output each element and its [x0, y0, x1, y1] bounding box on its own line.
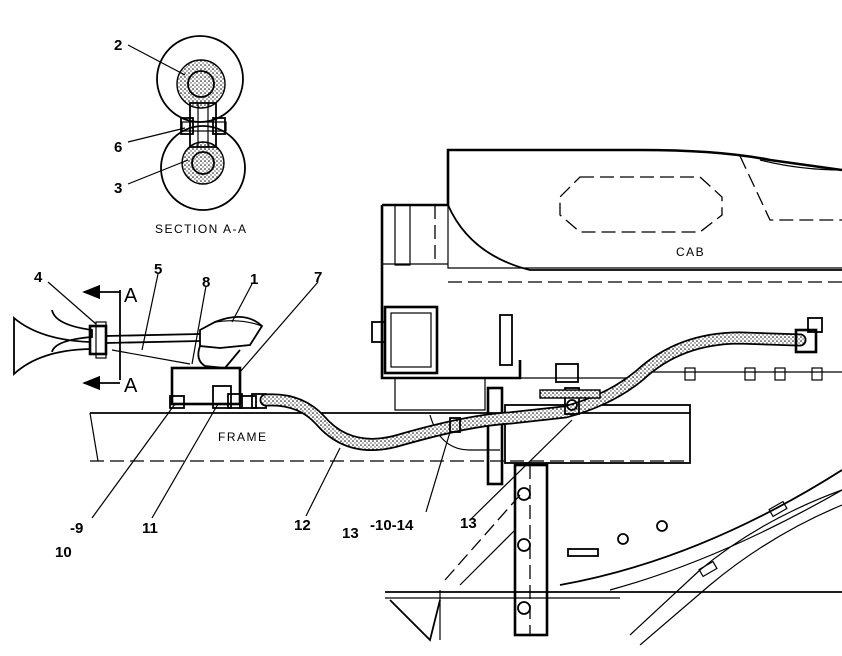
section-mark-top: A	[124, 285, 138, 307]
callout-13-right: 13	[460, 515, 477, 532]
callout-2: 2	[114, 37, 122, 54]
chassis-structure	[385, 463, 842, 646]
callout-6: 6	[114, 139, 122, 156]
section-title: SECTION A-A	[155, 222, 248, 236]
callout-8: 8	[202, 274, 210, 291]
callout-13-left: 13	[342, 525, 359, 542]
callout-4: 4	[34, 269, 43, 286]
callout-12: 12	[294, 517, 311, 534]
frame-rail	[89, 386, 691, 486]
callout-9: -9	[70, 520, 83, 537]
callout-11: 11	[142, 520, 158, 537]
callout-1: 1	[250, 271, 258, 288]
leader-lines	[47, 44, 573, 521]
callout-5: 5	[154, 261, 162, 278]
frame-label: FRAME	[218, 430, 268, 444]
callout-10-14: -10-14	[370, 517, 414, 534]
cab-body	[371, 148, 842, 411]
section-mark-bottom: A	[124, 375, 138, 397]
callout-3: 3	[114, 180, 122, 197]
cab-label: CAB	[676, 245, 705, 259]
section-cut-arrows	[82, 284, 121, 391]
air-hose	[259, 317, 823, 451]
section-a-a-detail	[156, 35, 246, 211]
air-horn-assembly	[13, 309, 267, 409]
callout-10: 10	[55, 544, 72, 561]
callout-7: 7	[314, 269, 322, 286]
text-labels: SECTION A-A CAB FRAME A A 2 6 3 4 5 8 1 …	[34, 37, 705, 561]
